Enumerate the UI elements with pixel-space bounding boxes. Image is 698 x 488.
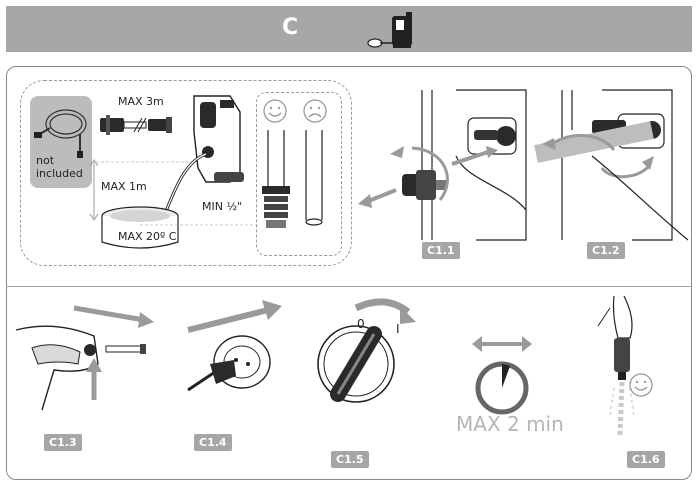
not-included-text: not included [36, 154, 83, 180]
switch-on-mark: I [396, 322, 400, 336]
smiley-face-icon [629, 373, 653, 397]
step-label-c1-6: C1.6 [627, 451, 665, 468]
water-supply-requirements [20, 80, 352, 266]
max-hose-length-text: MAX 3m [118, 95, 164, 108]
step-label-c1-1: C1.1 [422, 242, 460, 259]
coiled-hose-icon [34, 109, 87, 158]
garden-hose-not-included [30, 96, 92, 188]
min-diameter-text: MIN ½" [202, 200, 243, 213]
hose-fitting-icon [100, 115, 172, 135]
switch-off-mark: 0 [357, 317, 365, 331]
step-c1-6-illustration [597, 295, 635, 437]
step-label-c1-4: C1.4 [194, 434, 232, 451]
step-label-c1-5: C1.5 [331, 451, 369, 468]
step-c1-2-illustration [534, 89, 689, 241]
section-header: C [6, 6, 692, 52]
panel-divider [6, 286, 692, 287]
step-label-c1-2: C1.2 [587, 242, 625, 259]
pressure-washer-icon [367, 12, 412, 48]
smiley-face-icon [263, 99, 287, 123]
max-temperature-text: MAX 20º C [118, 230, 177, 243]
step-c1-1-illustration [358, 89, 527, 241]
sad-face-icon [303, 99, 327, 123]
max-height-text: MAX 1m [101, 180, 147, 193]
section-letter: C [282, 15, 299, 40]
step-label-c1-3: C1.3 [44, 434, 82, 451]
step-c1-3-illustration [15, 305, 154, 411]
dimension-leader-line [140, 224, 258, 226]
max-run-time-text: MAX 2 min [456, 412, 564, 436]
step-c1-4-illustration [187, 300, 282, 392]
suction-hose-filter-illustration [262, 130, 323, 228]
filter-comparison [256, 92, 342, 256]
step-c1-5-illustration [317, 298, 416, 403]
run-time-timer-icon [472, 336, 532, 415]
pressure-washer-with-bucket-illustration [89, 95, 244, 249]
